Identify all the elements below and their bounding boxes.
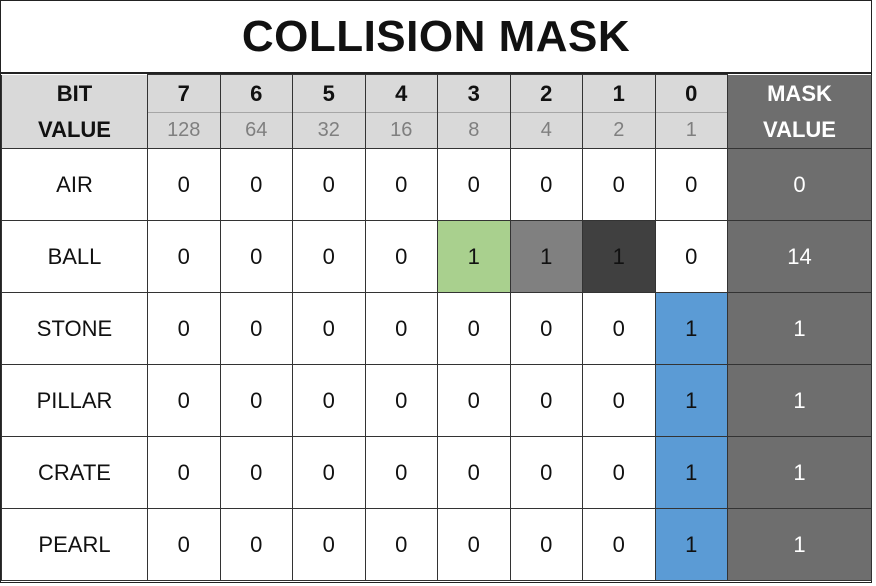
header-value-16: 16 xyxy=(364,112,438,149)
bit-cell-0: 0 xyxy=(654,148,728,221)
bit-cell-3: 0 xyxy=(437,292,511,365)
bit-cell-1: 1 xyxy=(582,220,656,293)
bit-cell-3: 1 xyxy=(437,220,511,293)
header-label-value: VALUE xyxy=(1,112,148,149)
bit-cell-4: 0 xyxy=(364,220,438,293)
mask-value-cell: 0 xyxy=(727,148,872,221)
bit-cell-2: 0 xyxy=(509,508,583,581)
header-bit-1: 1 xyxy=(582,74,656,113)
bit-cell-2: 0 xyxy=(509,148,583,221)
header-bit-5: 5 xyxy=(292,74,366,113)
header-value-32: 32 xyxy=(292,112,366,149)
bit-cell-1: 0 xyxy=(582,508,656,581)
bit-cell-0: 0 xyxy=(654,220,728,293)
header-bit-4: 4 xyxy=(364,74,438,113)
header-bit-2: 2 xyxy=(509,74,583,113)
bit-cell-6: 0 xyxy=(219,436,293,509)
bit-cell-6: 0 xyxy=(219,508,293,581)
header-value-8: 8 xyxy=(437,112,511,149)
bit-cell-5: 0 xyxy=(292,220,366,293)
mask-value-cell: 1 xyxy=(727,364,872,437)
header-value-1: 1 xyxy=(654,112,728,149)
bit-cell-4: 0 xyxy=(364,148,438,221)
header-value-4: 4 xyxy=(509,112,583,149)
bit-cell-6: 0 xyxy=(219,148,293,221)
bit-cell-7: 0 xyxy=(147,220,221,293)
bit-cell-0: 1 xyxy=(654,292,728,365)
bit-cell-1: 0 xyxy=(582,148,656,221)
bit-cell-7: 0 xyxy=(147,292,221,365)
row-label: CRATE xyxy=(1,436,148,509)
header-mask-label: MASK xyxy=(727,74,872,113)
header-mask-value-label: VALUE xyxy=(727,112,872,149)
bit-cell-0: 1 xyxy=(654,436,728,509)
header-value-2: 2 xyxy=(582,112,656,149)
bit-cell-2: 0 xyxy=(509,364,583,437)
header-label-bit: BIT xyxy=(1,74,148,113)
row-label: PILLAR xyxy=(1,364,148,437)
bit-cell-6: 0 xyxy=(219,220,293,293)
mask-value-cell: 14 xyxy=(727,220,872,293)
bit-cell-1: 0 xyxy=(582,364,656,437)
bit-cell-7: 0 xyxy=(147,364,221,437)
header-bit-3: 3 xyxy=(437,74,511,113)
header-value-64: 64 xyxy=(219,112,293,149)
bit-cell-3: 0 xyxy=(437,436,511,509)
bit-cell-5: 0 xyxy=(292,292,366,365)
bit-cell-4: 0 xyxy=(364,436,438,509)
bit-cell-7: 0 xyxy=(147,508,221,581)
mask-value-cell: 1 xyxy=(727,436,872,509)
bit-cell-5: 0 xyxy=(292,148,366,221)
bit-cell-1: 0 xyxy=(582,292,656,365)
bit-cell-7: 0 xyxy=(147,436,221,509)
bit-cell-2: 0 xyxy=(509,436,583,509)
bit-cell-4: 0 xyxy=(364,364,438,437)
bit-cell-6: 0 xyxy=(219,292,293,365)
bit-cell-0: 1 xyxy=(654,364,728,437)
bit-cell-4: 0 xyxy=(364,292,438,365)
bit-cell-3: 0 xyxy=(437,364,511,437)
mask-value-cell: 1 xyxy=(727,508,872,581)
header-row-values: VALUE 128 64 32 16 8 4 2 1 VALUE xyxy=(1,112,872,149)
bit-cell-5: 0 xyxy=(292,436,366,509)
bit-cell-6: 0 xyxy=(219,364,293,437)
collision-mask-table: BIT 7 6 5 4 3 2 1 0 MASK VALUE 128 64 32… xyxy=(1,74,872,581)
bit-cell-4: 0 xyxy=(364,508,438,581)
header-row-bits: BIT 7 6 5 4 3 2 1 0 MASK xyxy=(1,74,872,113)
bit-cell-1: 0 xyxy=(582,436,656,509)
bit-cell-3: 0 xyxy=(437,508,511,581)
header-bit-0: 0 xyxy=(654,74,728,113)
row-label: BALL xyxy=(1,220,148,293)
row-label: STONE xyxy=(1,292,148,365)
bit-cell-5: 0 xyxy=(292,508,366,581)
bit-cell-2: 1 xyxy=(509,220,583,293)
bit-cell-7: 0 xyxy=(147,148,221,221)
bit-cell-2: 0 xyxy=(509,292,583,365)
bit-cell-3: 0 xyxy=(437,148,511,221)
row-label: AIR xyxy=(1,148,148,221)
page-title: COLLISION MASK xyxy=(1,1,871,74)
bit-cell-5: 0 xyxy=(292,364,366,437)
row-label: PEARL xyxy=(1,508,148,581)
header-bit-7: 7 xyxy=(147,74,221,113)
header-bit-6: 6 xyxy=(219,74,293,113)
header-value-128: 128 xyxy=(147,112,221,149)
bit-cell-0: 1 xyxy=(654,508,728,581)
mask-value-cell: 1 xyxy=(727,292,872,365)
